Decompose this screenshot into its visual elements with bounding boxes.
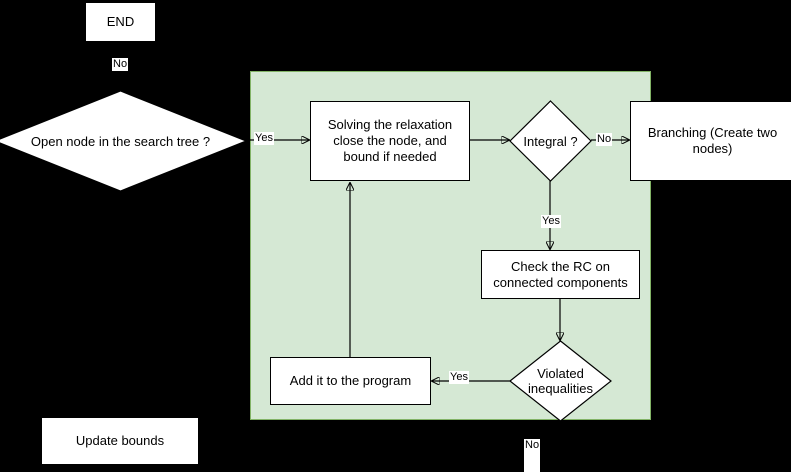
edge-label-integral-yes: Yes [541, 215, 561, 228]
node-update-bounds[interactable]: Update bounds [41, 417, 199, 465]
node-end[interactable]: END [85, 2, 156, 42]
edge-label-opennode-yes: Yes [254, 132, 274, 145]
node-violated-inequalities[interactable]: Violated inequalities [509, 340, 612, 422]
node-branching[interactable]: Branching (Create two nodes) [630, 101, 791, 181]
node-solving-relaxation[interactable]: Solving the relaxation close the node, a… [310, 101, 470, 181]
edge-label-integral-no: No [596, 133, 613, 146]
node-open-node[interactable]: Open node in the search tree ? [0, 90, 248, 192]
node-branching-label: Branching (Create two nodes) [647, 125, 778, 156]
edge-label-violated-yes: Yes [449, 371, 469, 384]
node-check-rc-label: Check the RC on connected components [493, 258, 628, 290]
edge-label-violated-no: No [524, 439, 541, 472]
node-end-label: END [106, 14, 135, 29]
node-integral[interactable]: Integral ? [509, 100, 592, 182]
node-add-to-program-label: Add it to the program [289, 373, 412, 388]
node-check-rc[interactable]: Check the RC on connected components [481, 250, 640, 299]
node-update-bounds-label: Update bounds [75, 433, 165, 448]
node-add-to-program[interactable]: Add it to the program [270, 357, 431, 405]
edge-label-opennode-no: No [112, 58, 129, 71]
node-solving-relaxation-label: Solving the relaxation close the node, a… [327, 117, 453, 164]
